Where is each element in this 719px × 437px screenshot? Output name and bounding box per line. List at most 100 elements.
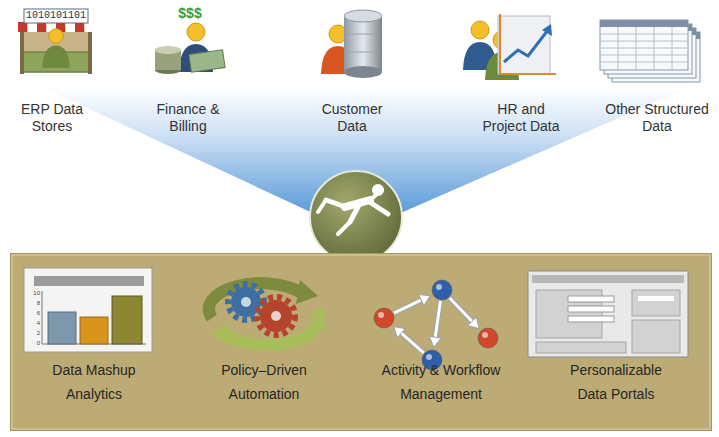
shape	[568, 316, 614, 322]
shape	[34, 276, 144, 286]
runner-logo	[310, 171, 402, 263]
shape	[528, 271, 688, 357]
shape	[42, 21, 519, 80]
sign-text: 1010101101	[24, 10, 88, 22]
shape	[632, 320, 680, 353]
workflow-node-shine	[426, 354, 432, 360]
workflow-icon	[374, 280, 498, 370]
sheet-row	[600, 34, 688, 35]
workflow-arrowhead	[394, 327, 405, 338]
shape	[310, 171, 402, 263]
capability-label: Data Mashup Analytics	[38, 358, 150, 406]
axis-number: 4	[28, 320, 40, 327]
sheet-row	[600, 41, 688, 42]
source-label: Customer Data	[314, 101, 390, 135]
person-body	[42, 46, 69, 68]
shape	[318, 190, 388, 234]
workflow-node-shine	[378, 312, 384, 318]
person-head	[49, 29, 63, 43]
workflow-link	[435, 301, 441, 340]
shape	[372, 184, 384, 196]
shape	[498, 16, 550, 74]
axis-number: 8	[28, 300, 40, 307]
workflow-node	[422, 350, 442, 370]
gears-icon	[209, 280, 319, 346]
sheet-row	[600, 55, 688, 56]
shape	[155, 46, 181, 54]
workflow-arrowhead	[419, 295, 431, 306]
shape	[338, 222, 350, 234]
shape	[42, 291, 43, 344]
shape	[48, 312, 76, 344]
workflow-node-shine	[436, 284, 442, 290]
source-label: Other Structured Data	[597, 101, 717, 135]
shape	[344, 16, 382, 72]
shape	[532, 275, 684, 283]
workflow-link	[450, 298, 475, 324]
capability-label: Policy–Driven Automation	[208, 358, 320, 406]
portal-window-icon	[528, 271, 688, 357]
sheet-row	[600, 62, 688, 63]
shape	[499, 14, 501, 74]
person-head	[471, 21, 489, 39]
shape	[568, 296, 614, 302]
money-stacks	[155, 46, 225, 74]
shape	[536, 342, 626, 353]
shape	[368, 201, 388, 214]
shape	[344, 10, 382, 22]
shape	[20, 30, 24, 74]
source-label: Finance & Billing	[150, 101, 226, 135]
source-label: HR and Project Data	[475, 101, 567, 135]
shape	[271, 311, 281, 321]
shape	[504, 30, 548, 62]
source-label: ERP Data Stores	[12, 101, 92, 135]
shape	[350, 203, 360, 222]
shape	[189, 50, 225, 73]
sheet-col	[636, 27, 637, 70]
shape	[346, 52, 380, 53]
sheet-col	[672, 27, 673, 70]
shape	[228, 284, 264, 320]
shape	[210, 324, 232, 346]
workflow-link	[399, 331, 424, 353]
erp-stall-icon	[18, 9, 94, 74]
workflow-node	[478, 328, 498, 348]
workflow-link	[394, 299, 424, 314]
axis-number: 2	[28, 330, 40, 337]
shape	[326, 200, 346, 207]
axis-number: 0	[28, 340, 40, 347]
capability-label: Activity & Workflow Management	[370, 358, 512, 406]
workflow-link	[435, 301, 441, 340]
shape	[344, 66, 382, 78]
workflow-node	[374, 308, 394, 328]
sheet-header	[600, 20, 688, 27]
shape	[542, 24, 552, 36]
shape	[296, 280, 318, 304]
database-cylinder	[344, 10, 382, 78]
funnel	[40, 86, 692, 222]
growth-chart	[498, 14, 556, 74]
workflow-link	[399, 331, 424, 353]
person-head	[187, 23, 205, 41]
axis-number: 6	[28, 310, 40, 317]
shape	[638, 296, 674, 301]
shape	[24, 268, 152, 352]
shape	[24, 9, 88, 23]
bar-chart-icon	[24, 268, 152, 352]
workflow-arrowhead	[468, 317, 479, 328]
sheet-row	[600, 48, 688, 49]
sheet-col	[618, 27, 619, 70]
shape	[112, 296, 142, 344]
shape	[88, 30, 92, 74]
shape	[500, 73, 556, 75]
shape	[231, 287, 261, 317]
workflow-node-shine	[482, 332, 488, 338]
sheet-col	[654, 27, 655, 70]
shape	[568, 306, 614, 312]
shape	[80, 317, 108, 344]
shape	[257, 297, 295, 335]
workflow-node	[432, 280, 452, 300]
workflow-link	[394, 299, 424, 314]
capability-label: Personalizable Data Portals	[561, 358, 671, 406]
